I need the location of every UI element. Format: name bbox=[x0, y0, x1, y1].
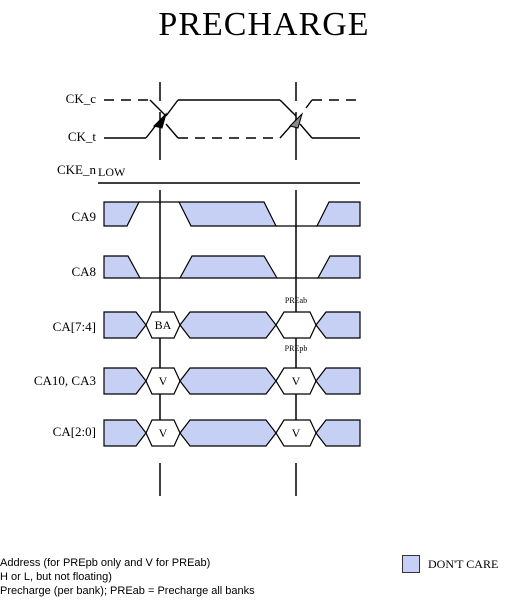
footnotes: Address (for PREpb only and V for PREab)… bbox=[0, 556, 400, 598]
ck-t-waveform bbox=[104, 119, 360, 139]
annotation-prepb: PREpb bbox=[285, 344, 308, 353]
legend: DON'T CARE bbox=[402, 554, 498, 574]
signal-label-ck-t: CK_t bbox=[68, 129, 97, 144]
footnote-1: Address (for PREpb only and V for PREab) bbox=[0, 557, 211, 569]
clock-edge-arrow-2 bbox=[289, 112, 304, 129]
signal-label-ca10-ca3: CA10, CA3 bbox=[34, 373, 96, 388]
ca74-waveform bbox=[103, 311, 361, 339]
signal-label-ca9: CA9 bbox=[71, 209, 96, 224]
ca8-waveform bbox=[103, 255, 361, 279]
cell-v-2: V bbox=[292, 374, 301, 388]
cell-v-1: V bbox=[159, 374, 168, 388]
ca9-waveform bbox=[103, 201, 361, 227]
cell-v-4: V bbox=[292, 426, 301, 440]
signal-label-ca20: CA[2:0] bbox=[53, 424, 96, 439]
footnote-2: H or L, but not floating) bbox=[0, 571, 112, 583]
legend-label: DON'T CARE bbox=[428, 556, 499, 571]
signal-label-ca74: CA[7:4] bbox=[53, 319, 96, 334]
signal-label-cke-n: CKE_n bbox=[57, 162, 97, 177]
ca10-ca3-waveform bbox=[103, 367, 361, 395]
diagram-title: PRECHARGE bbox=[158, 6, 370, 43]
ca20-waveform bbox=[103, 419, 361, 447]
signal-label-ck-c: CK_c bbox=[66, 91, 97, 106]
cell-ba: BA bbox=[155, 318, 172, 332]
ck-c-waveform bbox=[104, 99, 360, 117]
signal-label-ca8: CA8 bbox=[71, 264, 96, 279]
legend-swatch bbox=[402, 555, 420, 573]
footnote-3: Precharge (per bank); PREab = Precharge … bbox=[0, 585, 255, 597]
cell-v-3: V bbox=[159, 426, 168, 440]
annotation-preab: PREab bbox=[285, 296, 307, 305]
cke-level-label: LOW bbox=[98, 165, 126, 179]
clock-edge-arrow-1 bbox=[153, 112, 168, 129]
